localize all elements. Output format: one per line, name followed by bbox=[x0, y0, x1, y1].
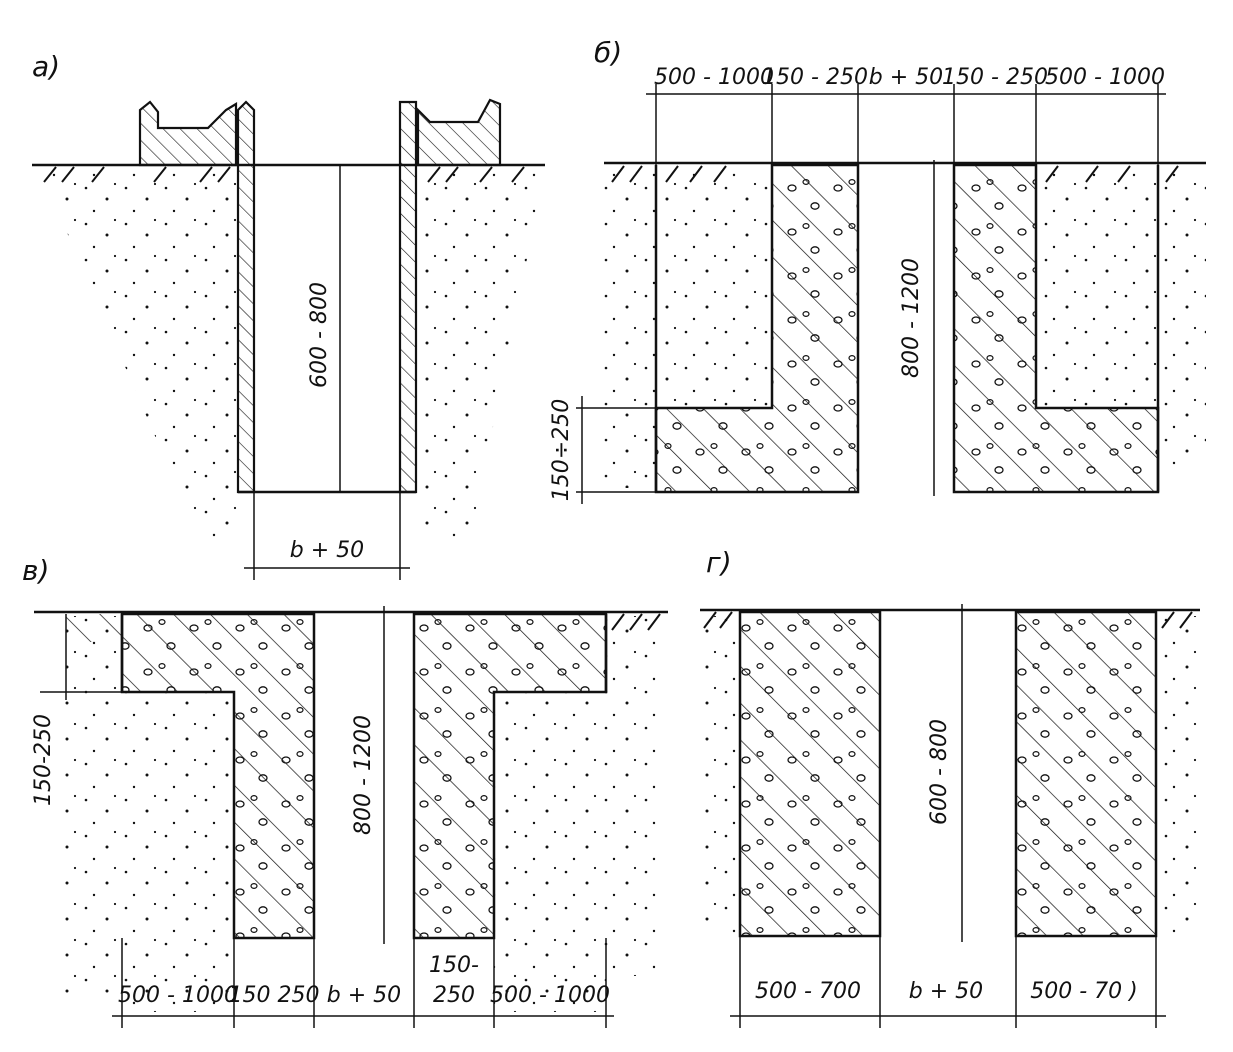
panel-b-soil-fill-right bbox=[1036, 168, 1158, 408]
panel-g-concrete-right-pebbles bbox=[1016, 612, 1156, 936]
panel-b-top-dim-lines bbox=[646, 84, 1166, 165]
panel-a-rail-right bbox=[416, 98, 502, 167]
panel-v-ground-strip-left bbox=[66, 614, 122, 642]
panel-b-dim-top-3: b + 50 bbox=[869, 65, 943, 90]
panel-g-bottom-dim-lines bbox=[730, 936, 1166, 1028]
panel-v-dim-bottom-4: 150- bbox=[429, 953, 479, 978]
panel-g-soil-right bbox=[1156, 616, 1204, 936]
panel-a-width-label: b + 50 bbox=[290, 538, 364, 563]
panel-v-base-dim-lines bbox=[40, 614, 122, 700]
panel-a-depth-label: 600 - 800 bbox=[307, 282, 332, 388]
panel-b-dim-top-4: 150 - 250 bbox=[942, 65, 1048, 90]
panel-v-concrete-left-pebbles bbox=[122, 614, 314, 938]
panel-g-dim-bottom-2: b + 50 bbox=[909, 979, 983, 1004]
panel-v-bottom-dim-lines bbox=[112, 938, 614, 1028]
panel-v-label: в) bbox=[22, 554, 49, 587]
panel-a-sheeting-right bbox=[398, 100, 418, 494]
panel-v-soil-fill-right bbox=[494, 692, 606, 1012]
panel-b-soil-fill-left bbox=[656, 168, 772, 408]
panel-v-soil-fill-left bbox=[122, 692, 234, 1012]
panel-g: г) 600 - 800 500 - 700 b + 50 500 - 70 ) bbox=[700, 546, 1204, 1028]
panel-v-dim-bottom-3: b + 50 bbox=[327, 983, 401, 1008]
panel-g-concrete-left-pebbles bbox=[740, 612, 880, 936]
panel-b: б) 500 bbox=[549, 36, 1206, 504]
panel-a-label: a) bbox=[32, 50, 60, 83]
panel-a-soil-right bbox=[416, 170, 545, 540]
panel-g-soil-left bbox=[700, 616, 740, 936]
panel-g-ground-ticks bbox=[703, 611, 1193, 629]
panel-v-depth-label: 800 - 1200 bbox=[351, 715, 376, 835]
panel-b-dim-top-1: 500 - 1000 bbox=[654, 65, 774, 90]
panel-v-dim-bottom-6: 500 - 1000 bbox=[490, 983, 610, 1008]
panel-v: в) 800 - 1200 150-250 bbox=[22, 554, 668, 1028]
panel-g-label: г) bbox=[706, 546, 732, 579]
panel-v-base-label: 150-250 bbox=[31, 714, 56, 806]
panel-b-depth-label: 800 - 1200 bbox=[899, 258, 924, 378]
panel-v-dim-bottom-1: 500 - 1000 bbox=[118, 983, 238, 1008]
panel-b-dim-top-5: 500 - 1000 bbox=[1045, 65, 1165, 90]
panel-g-dim-bottom-1: 500 - 700 bbox=[755, 979, 861, 1004]
panel-a-soil-left bbox=[40, 170, 238, 540]
panel-b-concrete-left-pebbles bbox=[656, 165, 858, 492]
panel-v-ground-ticks bbox=[611, 613, 661, 631]
panel-a-rail-left bbox=[138, 100, 238, 167]
panel-b-dim-top-2: 150 - 250 bbox=[762, 65, 868, 90]
panel-b-base-label: 150÷250 bbox=[549, 399, 574, 501]
panel-g-depth-label: 600 - 800 bbox=[927, 719, 952, 825]
panel-a: a) 600 - 800 b + 50 bbox=[32, 50, 545, 580]
panel-b-concrete-right-pebbles bbox=[954, 165, 1158, 492]
panel-v-concrete-right-pebbles bbox=[414, 614, 606, 938]
panel-v-dim-bottom-5: 250 bbox=[433, 983, 475, 1008]
panel-a-ground-ticks bbox=[43, 166, 525, 183]
panel-v-soil-outer-left bbox=[62, 616, 122, 996]
panel-b-soil-outer-right bbox=[1158, 168, 1206, 468]
panel-b-soil-outer-left bbox=[600, 168, 656, 488]
panel-b-base-dim-lines bbox=[576, 396, 656, 504]
panel-v-dim-bottom-2: 150 250 bbox=[229, 983, 320, 1008]
panel-b-ground-ticks bbox=[611, 165, 1179, 183]
panel-a-sheeting-left bbox=[236, 100, 256, 494]
panel-b-label: б) bbox=[594, 36, 622, 69]
panel-v-soil-outer-right bbox=[606, 616, 662, 976]
panel-g-dim-bottom-3: 500 - 70 ) bbox=[1030, 979, 1138, 1004]
